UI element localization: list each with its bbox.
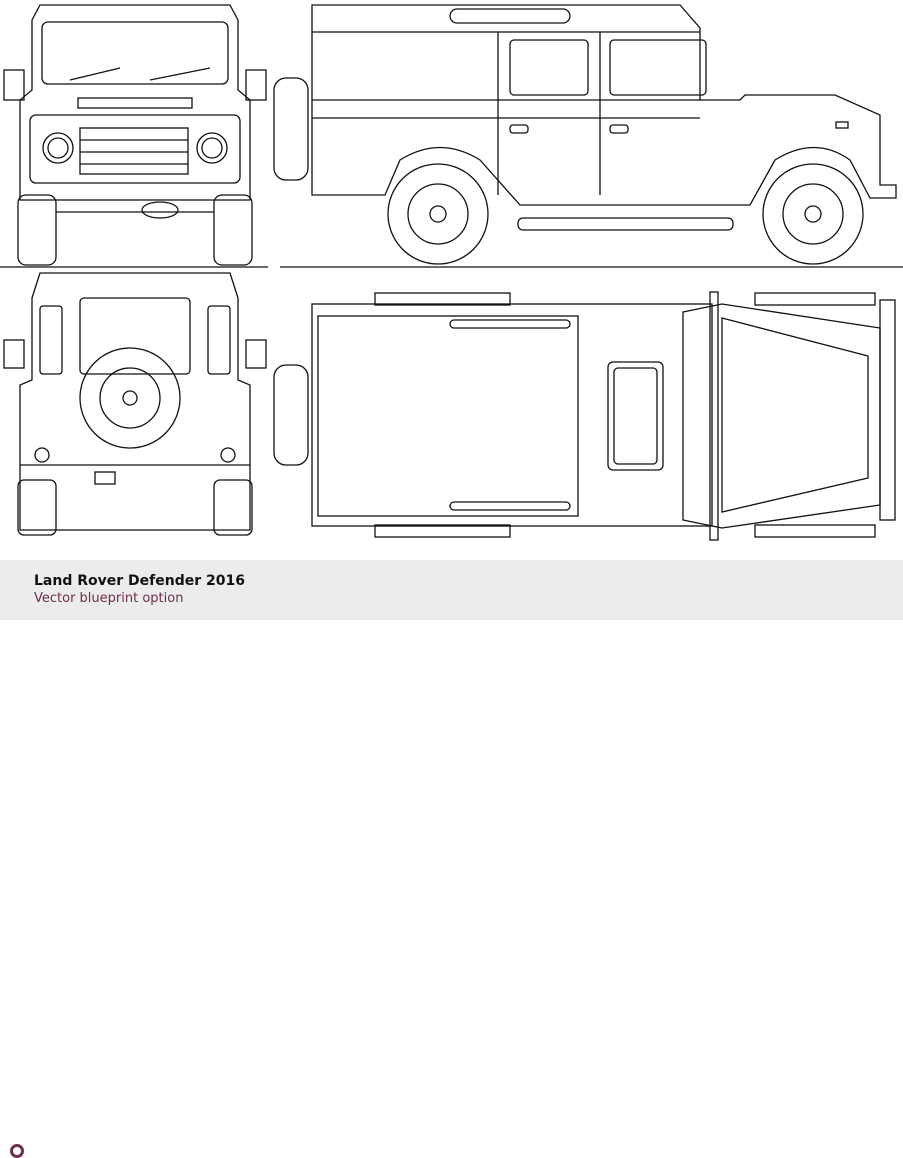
bullet-ring-icon (10, 1144, 24, 1158)
vehicle-blueprint (0, 4, 903, 541)
caption-bar: Land Rover Defender 2016 Vector blueprin… (0, 560, 903, 1158)
front-view (3, 4, 267, 266)
rear-view (3, 272, 267, 536)
side-view (273, 4, 897, 265)
caption-subtitle[interactable]: Vector blueprint option (34, 591, 184, 606)
top-view (273, 291, 896, 541)
caption-title: Land Rover Defender 2016 (34, 573, 245, 589)
